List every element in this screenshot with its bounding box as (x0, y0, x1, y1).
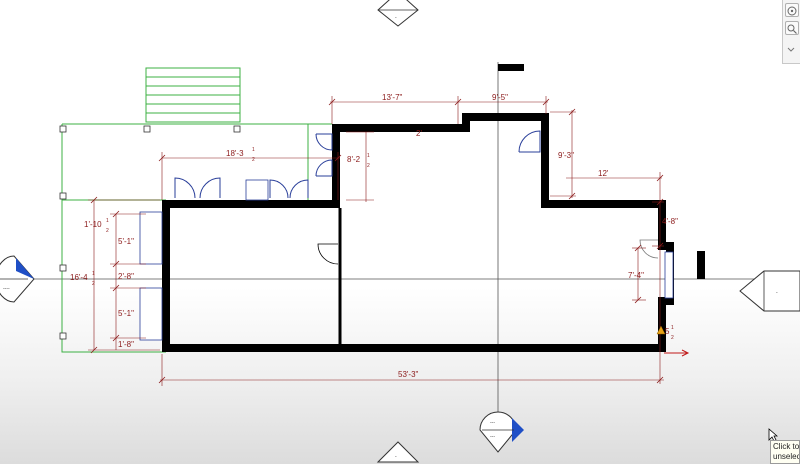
dim-13-7[interactable]: 13'-7" (382, 93, 403, 102)
deck-outline[interactable] (61, 67, 332, 353)
dim-2[interactable]: 2' (416, 129, 422, 138)
tooltip-line-2: unselect (773, 452, 800, 461)
zoom-icon[interactable] (785, 21, 799, 35)
right-door-swing[interactable] (639, 239, 659, 259)
dim-1-10-num: 1 (106, 218, 109, 224)
dim-53-3[interactable]: 53'-3" (398, 370, 419, 379)
nav-menu-chevron-icon[interactable] (785, 42, 799, 52)
svg-text:-: - (776, 290, 778, 296)
svg-text:-: - (395, 15, 397, 21)
dim-16-4-den: 2 (92, 281, 95, 287)
steering-wheel-icon[interactable] (785, 3, 799, 17)
dim-7-4[interactable]: 7'-4" (628, 271, 644, 280)
elevation-marker-left[interactable]: ---- (0, 255, 35, 303)
level-tag-top[interactable] (498, 64, 524, 71)
elevation-marker-bottom[interactable]: --- --- (479, 411, 524, 453)
svg-text:-: - (395, 454, 397, 460)
dim-9-3[interactable]: 9'-3" (558, 151, 574, 160)
svg-text:----: ---- (3, 286, 10, 292)
elevation-marker-right[interactable]: - (739, 270, 800, 312)
elevation-marker-bottom-left[interactable]: - (376, 441, 420, 463)
dim-8-2-num: 1 (367, 153, 370, 159)
dim-1-10-den: 2 (106, 228, 109, 234)
dim-1-8[interactable]: 1'-8" (118, 340, 134, 349)
dimension-lines[interactable] (88, 96, 664, 386)
dim-8-2-den: 2 (367, 163, 370, 169)
dimension-ticks (90, 98, 664, 384)
tooltip-line-1: Click to (773, 442, 800, 451)
dim-12[interactable]: 12' (598, 169, 609, 178)
dim-5-half-num: 1 (671, 325, 674, 331)
warning-icon[interactable] (656, 325, 666, 335)
interior-door-swing[interactable] (317, 243, 339, 265)
dim-18-3-num: 1 (252, 147, 255, 153)
dim-9-5[interactable]: 9'-5" (492, 93, 508, 102)
tooltip: Click to unselect (770, 440, 800, 464)
dim-18-3-den: 2 (252, 157, 255, 163)
view-navigation-bar[interactable] (782, 0, 800, 64)
dim-16-4-num: 1 (92, 271, 95, 277)
dim-5-half-den: 2 (671, 335, 674, 341)
deck-posts[interactable] (59, 125, 241, 340)
window-frames[interactable] (139, 179, 674, 341)
section-arrow-icon[interactable] (664, 349, 690, 357)
dim-16-4-whole[interactable]: 16'-4 (70, 273, 88, 282)
dim-2-8[interactable]: 2'-8" (118, 272, 134, 281)
svg-text:---: --- (490, 420, 495, 426)
dim-4-8[interactable]: 4'-8" (662, 217, 678, 226)
dim-8-2-whole[interactable]: 8'-2 (347, 155, 361, 164)
svg-text:---: --- (490, 434, 495, 440)
level-tag-right[interactable] (697, 251, 705, 279)
dim-18-3-whole[interactable]: 18'-3 (226, 149, 244, 158)
dim-5-1-top[interactable]: 5'-1" (118, 237, 134, 246)
dim-1-10-whole[interactable]: 1'-10 (84, 220, 102, 229)
elevation-marker-top[interactable]: - (377, 0, 419, 27)
dim-5-1-bottom[interactable]: 5'-1" (118, 309, 134, 318)
dim-5-half-whole[interactable]: 5 (665, 327, 670, 336)
